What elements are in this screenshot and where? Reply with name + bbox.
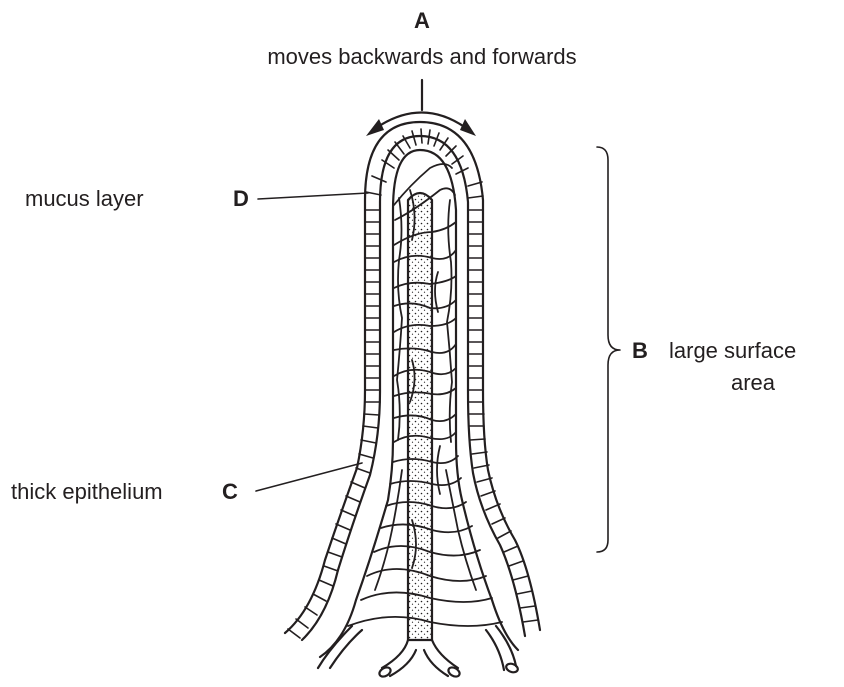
leader-line-c bbox=[256, 463, 362, 491]
label-d-letter: D bbox=[233, 186, 249, 212]
label-a-text: moves backwards and forwards bbox=[182, 44, 662, 70]
movement-arrow bbox=[366, 80, 476, 136]
label-b-text-line2: area bbox=[669, 370, 837, 396]
label-d-text: mucus layer bbox=[25, 186, 144, 212]
leader-line-d bbox=[258, 193, 368, 199]
bracket-b bbox=[597, 147, 620, 552]
label-a-letter: A bbox=[402, 8, 442, 34]
label-c-letter: C bbox=[222, 479, 238, 505]
label-c-text: thick epithelium bbox=[11, 479, 163, 505]
label-b-letter: B bbox=[632, 338, 648, 364]
label-b-text-line1: large surface bbox=[669, 338, 796, 364]
